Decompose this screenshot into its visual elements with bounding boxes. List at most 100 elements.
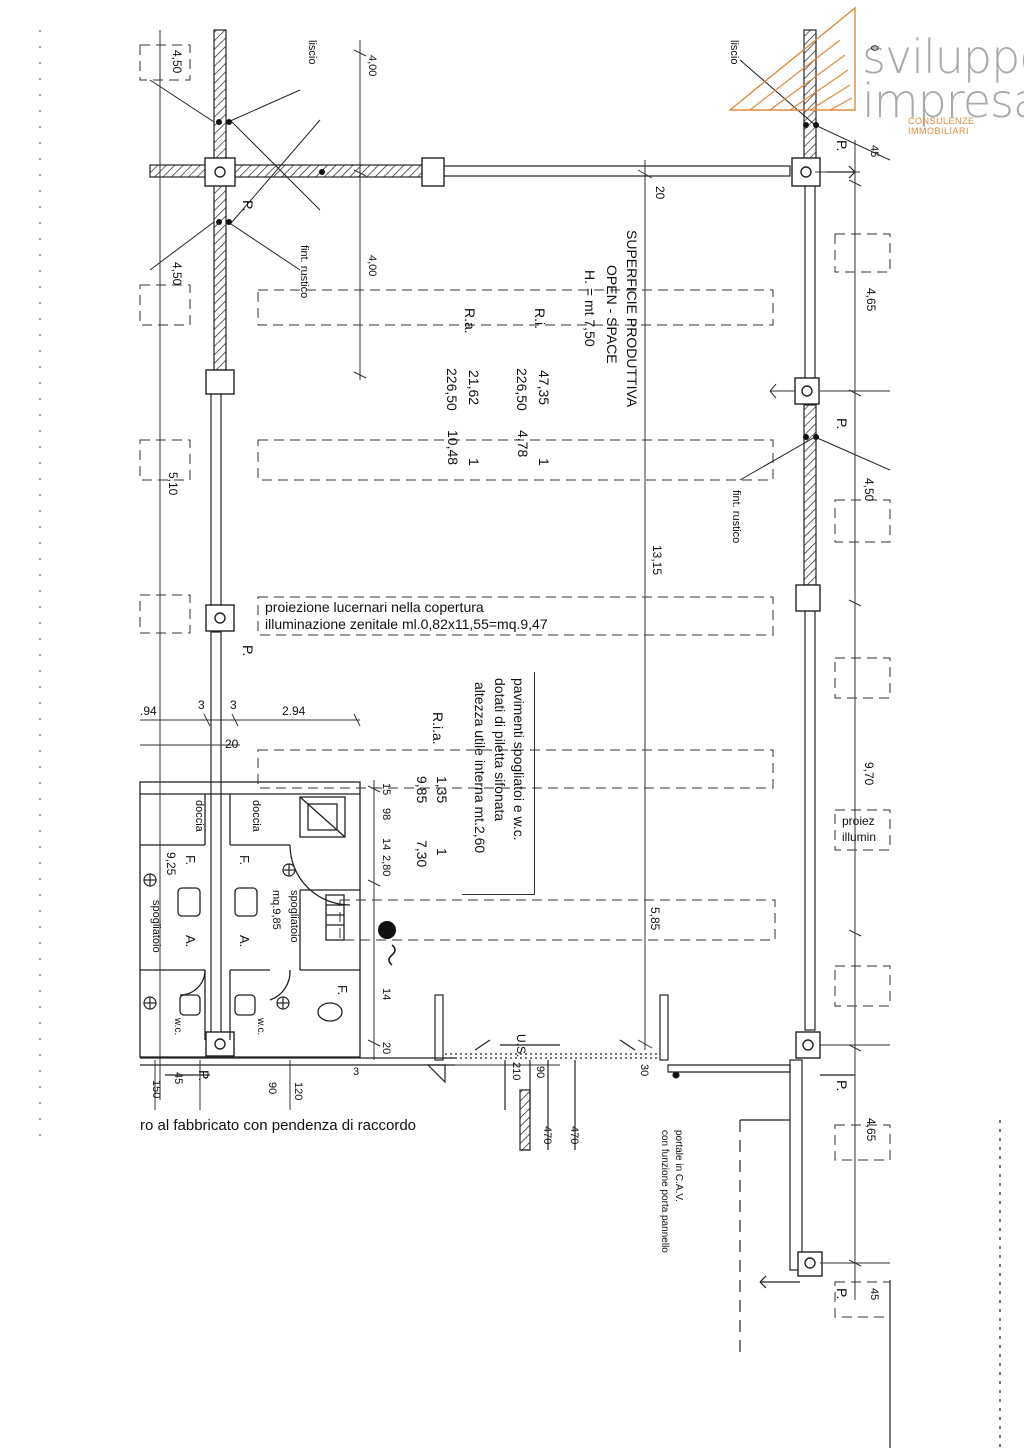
- skylight-note-line1: proiezione lucernari nella copertura: [265, 599, 484, 615]
- dim-450-a: 4,50: [170, 50, 184, 74]
- dim-3-a: 3: [198, 698, 205, 712]
- window-f-3: F.: [335, 985, 350, 996]
- right-exterior-wall: [789, 29, 817, 1271]
- shower-label-1: doccia: [193, 800, 205, 832]
- dim-470-a: 470: [541, 1126, 553, 1145]
- ra-numerator: 21,62: [466, 370, 482, 406]
- area-height: H. = mt 7,50: [582, 270, 598, 347]
- dim-15: 15: [380, 783, 392, 796]
- finish-label-rustic-right: fint. rustico: [730, 490, 742, 544]
- dim-210: 210: [510, 1062, 522, 1081]
- dim-45-c: 45: [868, 1288, 880, 1301]
- company-logo: sviluppo impresa CONSULENZE IMMOBILIARI: [720, 0, 1024, 136]
- locker-room-label-2: spogliatoio: [150, 900, 162, 953]
- dim-14-b: 14: [380, 988, 392, 1001]
- logo-graphic: [728, 6, 856, 111]
- area-subtitle: OPEN - SPACE: [604, 265, 620, 364]
- area-925-label: 9,25: [164, 852, 178, 876]
- ra-label: R.a.: [462, 308, 478, 334]
- section-arrows: [165, 165, 856, 1289]
- pipe-symbol: [388, 944, 396, 966]
- dim-0: 0: [868, 45, 880, 52]
- dim-45-b: 45: [868, 145, 880, 158]
- wall-finish-dots: [216, 119, 819, 440]
- portal-label-2: con funzione porta pannello: [659, 1130, 670, 1253]
- window-f-1: F.: [183, 855, 198, 866]
- dim-510: 5,10: [166, 472, 180, 496]
- dim-150: 150: [150, 1080, 162, 1099]
- locker-room-label: spogliatoio: [288, 890, 300, 943]
- dim-20-b: 20: [225, 737, 239, 751]
- leader-lines: [149, 59, 891, 481]
- portal-label-1: portale in C.A.V.: [673, 1130, 684, 1202]
- section-p-4: P.: [834, 418, 850, 430]
- structural-columns: [204, 157, 823, 1277]
- locker-rooms: [139, 781, 361, 1058]
- dim-280: 2,80: [380, 855, 392, 877]
- us-label: U.S.: [514, 1034, 528, 1058]
- dim-970: 9,70: [862, 762, 876, 786]
- main-entrance: [140, 994, 1001, 1448]
- dim-400-b: 4,00: [366, 255, 378, 277]
- section-p-5: P.: [196, 1070, 212, 1082]
- drain-symbols: [143, 863, 296, 1010]
- top-wall: [149, 164, 791, 178]
- dim-90-a: 90: [266, 1082, 278, 1095]
- dim-30: 30: [638, 1064, 650, 1077]
- dim-450-c: 4,50: [862, 478, 876, 502]
- ra-denominator: 226,50: [444, 368, 460, 411]
- dim-14-a: 14: [380, 838, 392, 851]
- dim-45-a: 45: [172, 1072, 184, 1085]
- boiler-symbol: [378, 921, 396, 939]
- dim-294-b: 2.94: [282, 704, 306, 718]
- ria-numerator: 1,35: [434, 776, 450, 804]
- dim-20-c: 20: [380, 1042, 392, 1055]
- ria-value: 1: [434, 848, 450, 856]
- dim-465-b: 4,65: [864, 1118, 878, 1142]
- finish-label-liscio-left: liscio: [306, 40, 318, 65]
- dim-450-b: 4,50: [170, 262, 184, 286]
- shower-label-2: doccia: [250, 800, 262, 832]
- proiez-label-2: illumin: [842, 830, 877, 844]
- section-p-6: P.: [834, 1080, 850, 1092]
- section-p-2: P.: [240, 645, 256, 657]
- left-dimension-lines: [140, 30, 560, 1110]
- ri-numerator: 47,35: [536, 370, 552, 406]
- section-p-1: P.: [240, 200, 256, 212]
- dim-465-a: 4,65: [864, 288, 878, 312]
- proiez-label-1: proiez: [842, 814, 875, 828]
- dim-98: 98: [380, 808, 392, 821]
- center-dimension-axis: [637, 160, 653, 1050]
- floor-note-box: [462, 672, 535, 895]
- dim-90-b: 90: [534, 1066, 546, 1079]
- ria-value-den: 7,30: [414, 840, 430, 868]
- floor-note-line3: altezza utile interna mt.2,60: [472, 682, 488, 854]
- vent-a-1: A.: [183, 935, 198, 948]
- floor-note-line1: pavimenti spogliatoi e w.c.: [511, 678, 527, 841]
- wc-label-1: w.c.: [172, 1018, 183, 1036]
- dim-1315: 13,15: [650, 545, 664, 576]
- logo-tagline: CONSULENZE IMMOBILIARI: [908, 116, 975, 136]
- wc-label-2: w.c.: [255, 1018, 266, 1036]
- ri-value: 4,78: [515, 430, 531, 458]
- dim-120: 120: [292, 1082, 304, 1101]
- ri-label: R.i.: [532, 308, 548, 329]
- ra-result: 1: [466, 458, 482, 466]
- bottom-note: ro al fabbricato con pendenza di raccord…: [140, 1117, 417, 1134]
- section-p-3: P.: [834, 140, 850, 152]
- dim-3-c: 3: [353, 1066, 360, 1078]
- logo-line2: impresa: [862, 74, 1024, 128]
- section-p-7: P.: [834, 1288, 850, 1300]
- dim-400-a: 4,00: [366, 55, 378, 77]
- ri-denominator: 226,50: [514, 368, 530, 411]
- vent-a-2: A.: [237, 935, 252, 948]
- logo-line1: sviluppo: [862, 30, 1024, 84]
- area-title: SUPERFICIE PRODUTTIVA: [624, 230, 640, 408]
- ria-denominator: 9,85: [414, 776, 430, 804]
- ra-value: 10,48: [445, 430, 461, 466]
- dim-294-a: .94: [140, 704, 157, 718]
- skylight-projections: [139, 44, 891, 1318]
- dim-20-a: 20: [653, 186, 667, 200]
- locker-room-area: mq.9,85: [270, 890, 282, 930]
